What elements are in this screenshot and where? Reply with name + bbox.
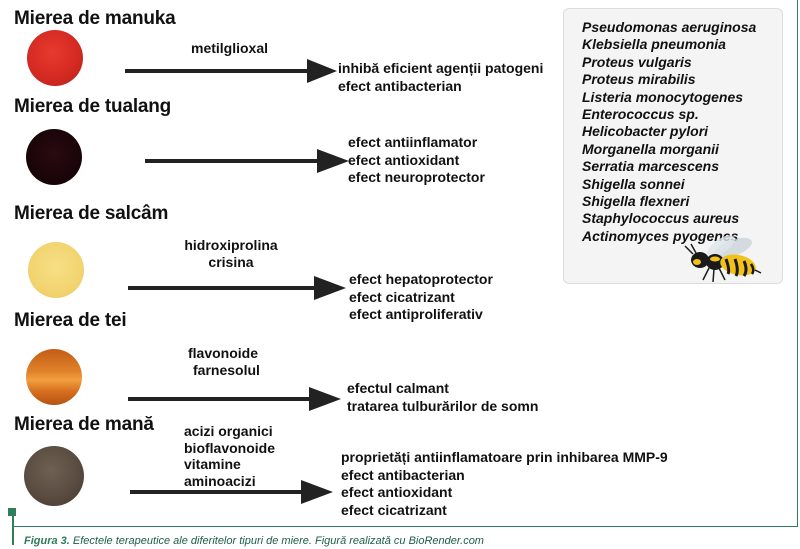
compound-item: aminoacizi — [184, 472, 256, 489]
bacteria-item: Proteus vulgaris — [582, 53, 692, 70]
bacteria-item: Morganella morganii — [582, 140, 719, 157]
effect-item: efect cicatrizant — [349, 288, 455, 305]
honey-swatch-tualang — [26, 129, 82, 185]
bacteria-item: Staphylococcus aureus — [582, 210, 740, 227]
effects-manuka: inhibă eficient agenții patogeni efect a… — [338, 60, 543, 95]
arrow-right-icon — [130, 480, 333, 504]
compounds-tei: flavonoide farnesolul — [188, 345, 260, 378]
bacteria-item: Serratia marcescens — [582, 158, 719, 175]
honey-title-tualang: Mierea de tualang — [14, 96, 172, 117]
arrow-right-icon — [145, 149, 349, 173]
compound-item: vitamine — [184, 456, 241, 472]
wasp-icon — [684, 235, 762, 283]
compounds-mana: acizi organici bioflavonoide vitamine am… — [184, 423, 275, 489]
effect-item: efect antioxidant — [348, 151, 460, 168]
effect-item: efect hepatoprotector — [349, 271, 493, 287]
bacteria-item: Proteus mirabilis — [582, 71, 696, 88]
compounds-salcam: hidroxiprolina crisina — [176, 237, 286, 270]
effect-item: efect antiinflamator — [348, 134, 478, 150]
bacteria-list: Pseudomonas aeruginosa Klebsiella pneumo… — [582, 19, 756, 245]
bacteria-item: Listeria monocytogenes — [582, 88, 744, 105]
effect-item: efect antioxidant — [341, 484, 453, 500]
honey-title-salcam: Mierea de salcâm — [14, 203, 169, 224]
caption-figure-label: Figura 3. — [24, 535, 70, 547]
bacteria-item: Enterococcus sp. — [582, 106, 699, 123]
bacteria-item: Helicobacter pylori — [582, 123, 709, 140]
honey-swatch-tei — [26, 349, 82, 405]
compound-item: acizi organici — [184, 423, 273, 439]
effects-mana: proprietăți antiinflamatoare prin inhiba… — [341, 449, 668, 519]
effect-item: efect neuroprotector — [348, 169, 485, 185]
honey-swatch-salcam — [28, 242, 84, 298]
effects-tei: efectul calmant tratarea tulburărilor de… — [347, 380, 538, 415]
frame-corner-line — [12, 512, 14, 545]
effect-item: efect cicatrizant — [341, 501, 447, 518]
effect-item: efectul calmant — [347, 380, 449, 396]
effect-item: efect antibacterian — [338, 77, 462, 94]
honey-swatch-manuka — [27, 30, 83, 86]
bacteria-item: Pseudomonas aeruginosa — [582, 19, 757, 35]
bacteria-item: Actinomyces pyogenes — [582, 227, 739, 244]
compound-item: crisina — [208, 253, 254, 270]
honey-swatch-mana — [24, 446, 84, 506]
caption-text: Efectele terapeutice ale diferitelor tip… — [69, 535, 484, 547]
compound-item: flavonoide — [188, 345, 259, 361]
effect-item: proprietăți antiinflamatoare prin inhiba… — [341, 449, 668, 465]
effect-item: efect antiproliferativ — [349, 306, 483, 322]
effects-salcam: efect hepatoprotector efect cicatrizant … — [349, 271, 493, 324]
effect-item: tratarea tulburărilor de somn — [347, 397, 539, 414]
figure-frame — [12, 0, 798, 527]
compound-manuka-1: metilglioxal — [191, 40, 269, 56]
frame-corner-dot — [8, 508, 16, 516]
honey-title-mana: Mierea de mană — [14, 414, 154, 435]
honey-title-manuka: Mierea de manuka — [14, 8, 176, 29]
effect-item: efect antibacterian — [341, 466, 465, 483]
bacteria-item: Shigella flexneri — [582, 193, 690, 210]
arrow-right-icon — [128, 276, 346, 300]
effect-item: inhibă eficient agenții patogeni — [338, 60, 544, 76]
bacteria-item: Klebsiella pneumonia — [582, 36, 726, 53]
arrow-right-icon — [125, 59, 337, 83]
bacteria-item: Shigella sonnei — [582, 175, 685, 192]
arrow-right-icon — [128, 387, 341, 411]
honey-title-tei: Mierea de tei — [14, 310, 127, 331]
effects-tualang: efect antiinflamator efect antioxidant e… — [348, 134, 485, 187]
compound-item: hidroxiprolina — [184, 237, 278, 253]
compound-item: farnesolul — [193, 361, 260, 378]
compound-item: bioflavonoide — [184, 439, 275, 456]
bacteria-panel — [563, 8, 783, 284]
figure-caption: Figura 3. Efectele terapeutice ale difer… — [24, 535, 484, 547]
